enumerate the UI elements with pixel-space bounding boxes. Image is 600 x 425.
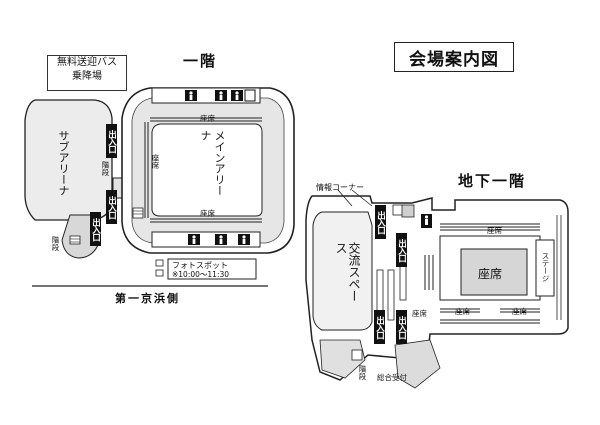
bottom-facility-bar [151, 231, 261, 248]
reception-area [394, 339, 441, 389]
entrance-badge: 出入口 [396, 310, 407, 344]
road-label: 第一京浜側 [115, 292, 180, 305]
info-corner-label: 情報コーナー [316, 183, 364, 192]
seat-label-top: 座席 [200, 114, 215, 123]
entrance-badge: 出入口 [106, 124, 117, 158]
main-arena-floor [151, 123, 263, 217]
basement-floor-label: 地下一階 [458, 172, 527, 190]
basement-seat-block [460, 248, 528, 296]
stairs-icon [69, 235, 81, 245]
bus-stop-sign: 無料送迎バス 乗降場 [47, 55, 127, 91]
basement-stairs-area [319, 339, 366, 379]
seat-label-left: 座席 [151, 154, 160, 169]
stairs-icon [401, 204, 415, 218]
bus-stop-line2: 乗降場 [72, 71, 102, 82]
basement-seat-bottom-left: 座席 [455, 307, 470, 316]
elevator-icon-top [244, 89, 256, 102]
entrance-badge: 出入口 [375, 205, 386, 239]
seat-label-bottom: 座席 [200, 209, 215, 218]
corridor-column-2 [387, 269, 395, 321]
stairs-label-lower: 階段 [51, 236, 60, 251]
main-arena-label: メインアリーナ [199, 130, 226, 196]
stage-area [535, 239, 555, 297]
photo-spot-label: フォトスポット [172, 261, 228, 270]
basement-seat-top: 座席 [487, 226, 502, 235]
sub-arena-label: サブアリーナ [57, 130, 70, 196]
basement-seat-left: 座席 [412, 309, 427, 318]
stairs-icon [351, 349, 363, 361]
bus-stop-line1: 無料送迎バス [57, 57, 117, 68]
top-facility-bar [151, 87, 261, 104]
stairs-label-sub: 階段 [101, 161, 110, 176]
exchange-space-label: 交流スペース [334, 242, 361, 302]
entrance-badge: 出入口 [374, 310, 385, 344]
entrance-badge: 出入口 [106, 190, 117, 224]
stairs-icon [132, 207, 144, 219]
stage-label: ステージ [541, 252, 550, 282]
map-title: 会場案内図 [394, 42, 514, 72]
entrance-badge: 出入口 [396, 233, 407, 267]
elevator-icon-basement [392, 204, 404, 216]
reception-label: 総合受付 [377, 373, 407, 382]
entrance-badge: 出入口 [90, 212, 101, 246]
basement-seat-bottom-right: 座席 [512, 307, 527, 316]
exchange-space-shape [312, 211, 373, 331]
basement-stairs-label: 階段 [358, 365, 367, 380]
basement-seat-label: 座席 [478, 267, 503, 281]
first-floor-label: 一階 [183, 52, 218, 70]
photo-spot-box [167, 258, 257, 280]
photo-spot-hours: ※10:00〜11:30 [172, 270, 230, 279]
